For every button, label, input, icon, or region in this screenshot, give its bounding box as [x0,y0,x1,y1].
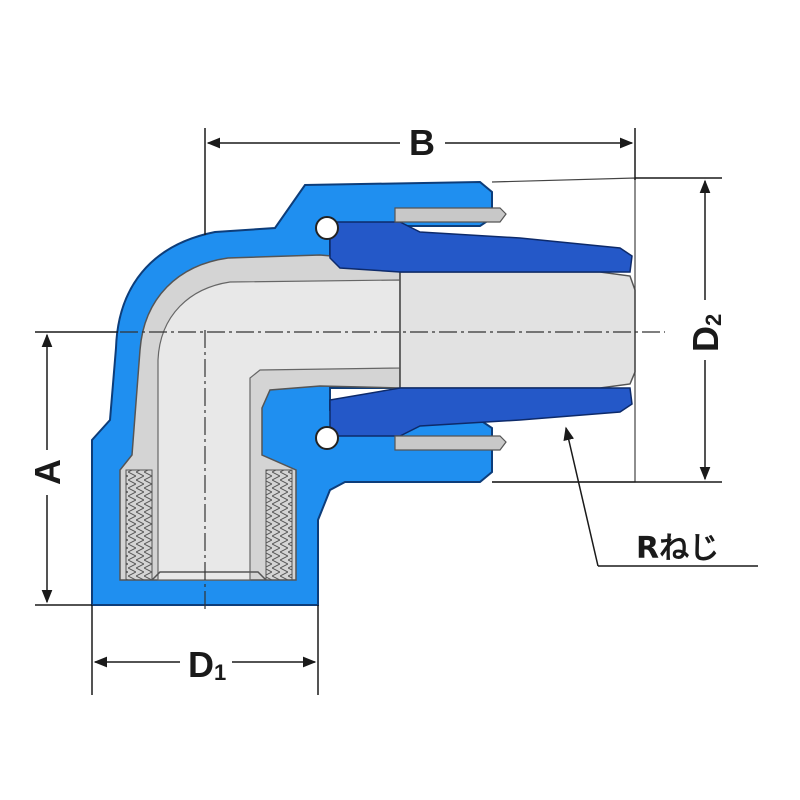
female-thread-left [125,469,153,581]
inner-bore [157,279,401,581]
upper-collet [329,221,633,273]
upper-sleeve [394,207,507,223]
label-D2: D 2 [685,314,726,352]
lower-sleeve [394,435,507,451]
svg-text:D: D [685,326,726,352]
female-thread-right [265,469,293,581]
label-A: A [27,459,68,485]
svg-text:2: 2 [701,314,726,326]
svg-text:D: D [188,644,214,685]
o-ring-upper [315,216,339,240]
socket-bottom-edge [151,571,267,581]
fitting-body [91,177,636,606]
label-D1: D 1 [188,644,226,685]
svg-text:1: 1 [214,660,226,685]
label-thread: Rねじ [636,531,719,566]
dimensions [35,128,758,695]
label-B: B [409,122,435,163]
center-lines [120,330,665,610]
male-thread-nipple [399,271,636,389]
o-ring-lower [315,426,339,450]
